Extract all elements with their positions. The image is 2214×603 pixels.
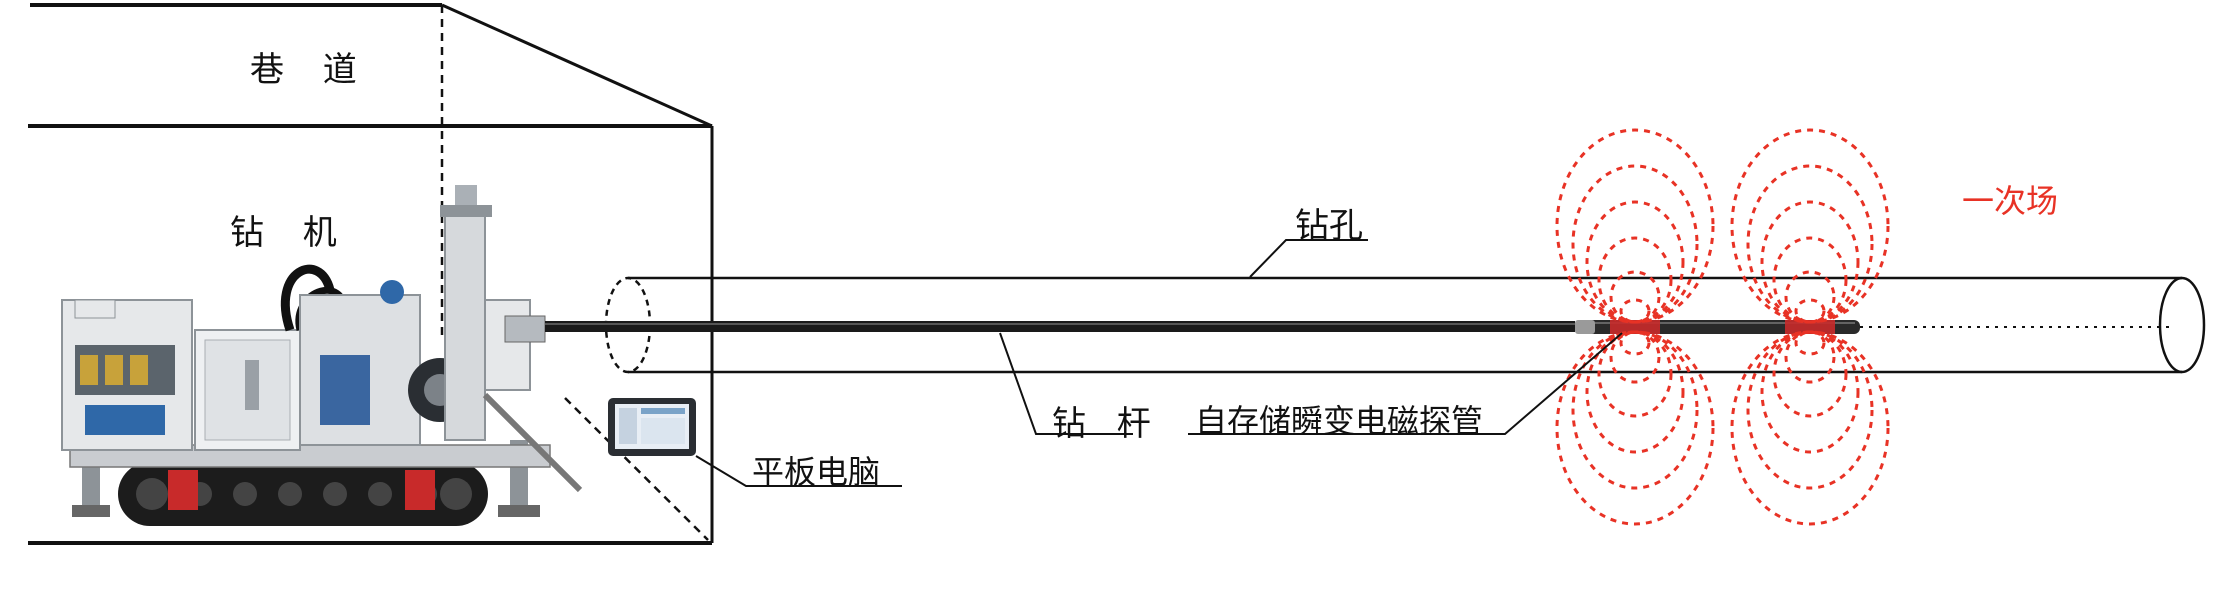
tablet-label: 平板电脑 — [752, 453, 881, 491]
drill-rod — [545, 321, 2170, 332]
roadway-label: 巷 道 — [250, 50, 371, 90]
tablet — [608, 398, 696, 456]
drill-rig-label: 钻 机 — [230, 213, 351, 253]
drill-rod-label: 钻 杆 — [1052, 404, 1161, 444]
probe-label: 自存储瞬变电磁探管 — [1195, 402, 1484, 440]
borehole-label: 钻孔 — [1295, 206, 1363, 246]
leader-lines — [695, 239, 1623, 487]
drill-rig — [61, 185, 583, 526]
primary-field — [1555, 128, 1890, 526]
tem-probe — [1575, 320, 1860, 334]
roadway-outline — [28, 3, 714, 545]
primary-field-label: 一次场 — [1962, 182, 2059, 220]
